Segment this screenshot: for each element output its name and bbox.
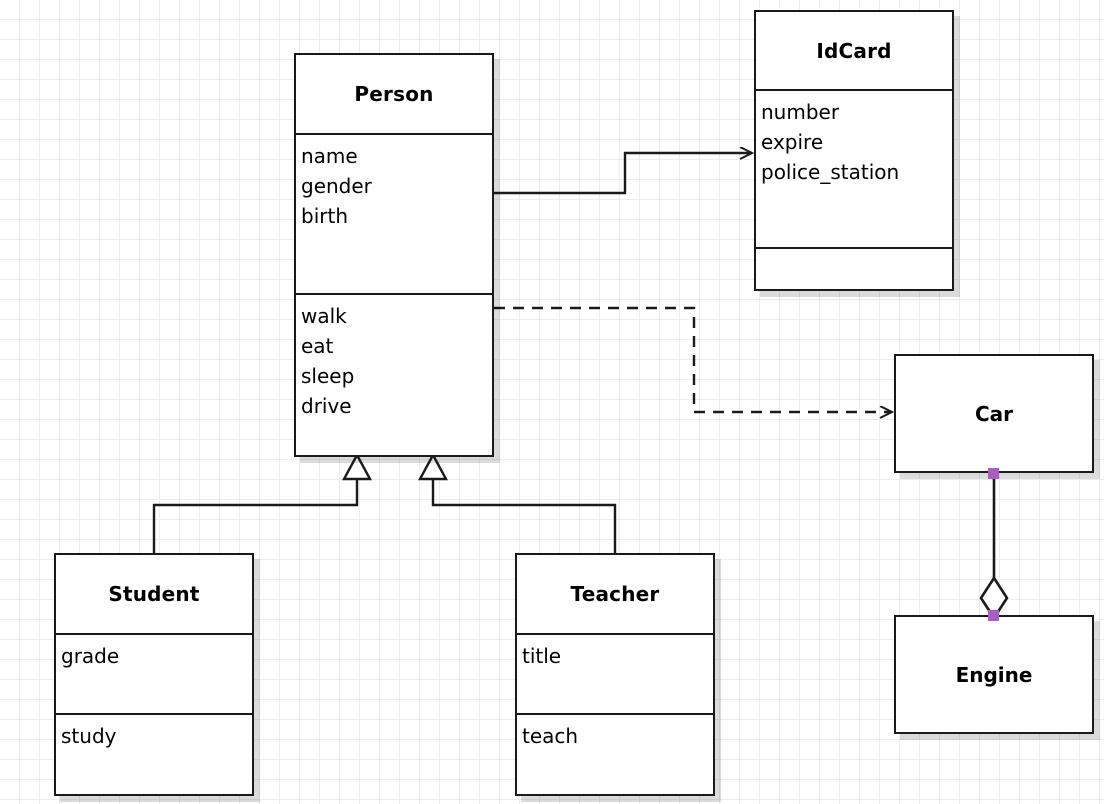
class-teacher-name: Teacher xyxy=(570,582,660,606)
class-person-operation: drive xyxy=(301,394,352,418)
aggregation-source-handle[interactable] xyxy=(988,468,999,479)
class-idcard[interactable]: IdCard number expire police_station xyxy=(754,10,954,291)
class-person-attributes: name gender birth xyxy=(296,133,492,293)
class-idcard-attribute: expire xyxy=(761,130,824,154)
class-student[interactable]: Student grade study xyxy=(54,553,254,796)
class-car[interactable]: Car xyxy=(894,354,1094,473)
class-teacher-attribute: title xyxy=(522,644,562,668)
class-idcard-operations xyxy=(756,247,952,289)
class-teacher[interactable]: Teacher title teach xyxy=(515,553,715,796)
class-teacher-operation: teach xyxy=(522,724,579,748)
class-person-attribute: name xyxy=(301,144,358,168)
relationship-aggregation-car-engine[interactable] xyxy=(979,473,1009,621)
class-person[interactable]: Person name gender birth walk eat sleep … xyxy=(294,53,494,457)
class-student-attribute: grade xyxy=(61,644,120,668)
relationship-association-person-idcard[interactable] xyxy=(494,153,752,195)
class-student-attributes: grade xyxy=(56,633,252,713)
class-person-operation: eat xyxy=(301,334,334,358)
class-idcard-attribute: number xyxy=(761,100,840,124)
class-engine-name: Engine xyxy=(955,662,1033,687)
class-idcard-name: IdCard xyxy=(816,38,892,63)
aggregation-target-handle[interactable] xyxy=(988,610,999,621)
relationship-dependency-person-car[interactable] xyxy=(494,306,892,412)
class-person-attribute: gender xyxy=(301,174,372,198)
class-idcard-attribute: police_station xyxy=(761,160,900,184)
class-person-name: Person xyxy=(354,82,434,106)
class-student-operations: study xyxy=(56,713,252,794)
class-engine[interactable]: Engine xyxy=(894,615,1094,734)
class-teacher-operations: teach xyxy=(517,713,713,794)
class-student-name: Student xyxy=(108,582,200,606)
relationship-generalization-teacher-person[interactable] xyxy=(417,452,617,553)
class-person-attribute: birth xyxy=(301,204,348,228)
class-person-operation: sleep xyxy=(301,364,355,388)
class-teacher-attributes: title xyxy=(517,633,713,713)
class-idcard-attributes: number expire police_station xyxy=(756,89,952,247)
class-student-operation: study xyxy=(61,724,117,748)
class-person-operation: walk xyxy=(301,304,347,328)
relationship-generalization-student-person[interactable] xyxy=(152,452,373,553)
class-car-name: Car xyxy=(974,401,1014,426)
class-person-operations: walk eat sleep drive xyxy=(296,293,492,455)
